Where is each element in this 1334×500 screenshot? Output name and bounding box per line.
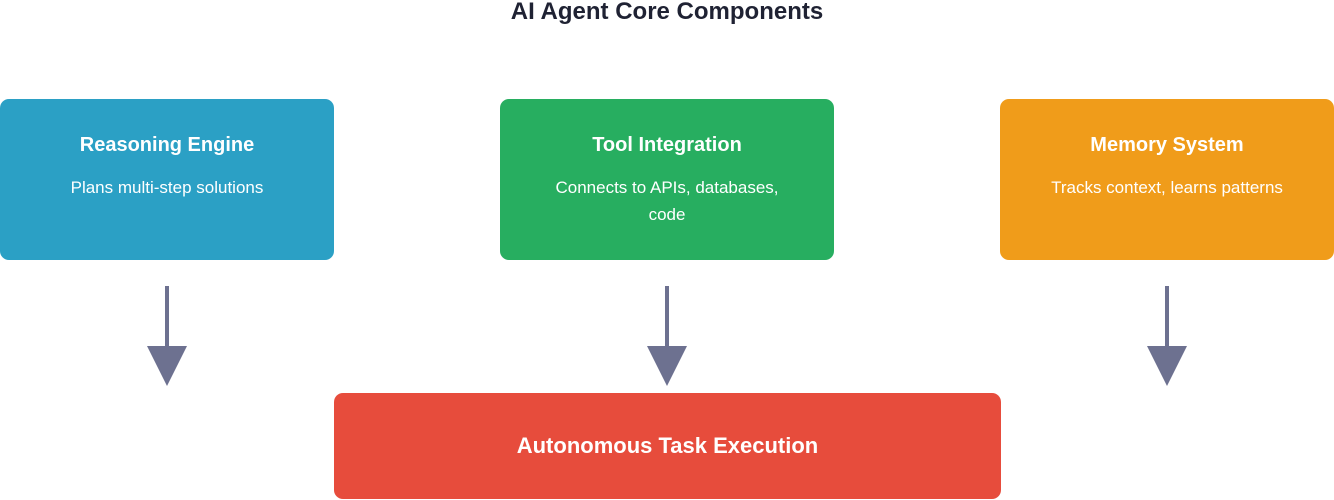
memory-system-title: Memory System (1090, 134, 1244, 156)
memory-system-description: Tracks context, learns patterns (1051, 178, 1283, 197)
tool-integration-title: Tool Integration (592, 134, 742, 156)
reasoning-engine-box: Reasoning Engine Plans multi-step soluti… (0, 99, 334, 260)
arrow-down-icon (1147, 286, 1187, 386)
tool-integration-box: Tool Integration Connects to APIs, datab… (500, 99, 834, 260)
reasoning-engine-title: Reasoning Engine (79, 134, 255, 156)
reasoning-engine-description: Plans multi-step solutions (70, 178, 264, 197)
arrow-down-icon (647, 286, 687, 386)
autonomous-task-execution-box: Autonomous Task Execution (334, 393, 1001, 499)
memory-system-box: Memory System Tracks context, learns pat… (1000, 99, 1334, 260)
autonomous-task-execution-title: Autonomous Task Execution (516, 433, 819, 458)
diagram-title: AI Agent Core Components (510, 0, 824, 25)
arrow-down-icon (147, 286, 187, 386)
tool-integration-description: Connects to APIs, databases, code (555, 178, 779, 224)
